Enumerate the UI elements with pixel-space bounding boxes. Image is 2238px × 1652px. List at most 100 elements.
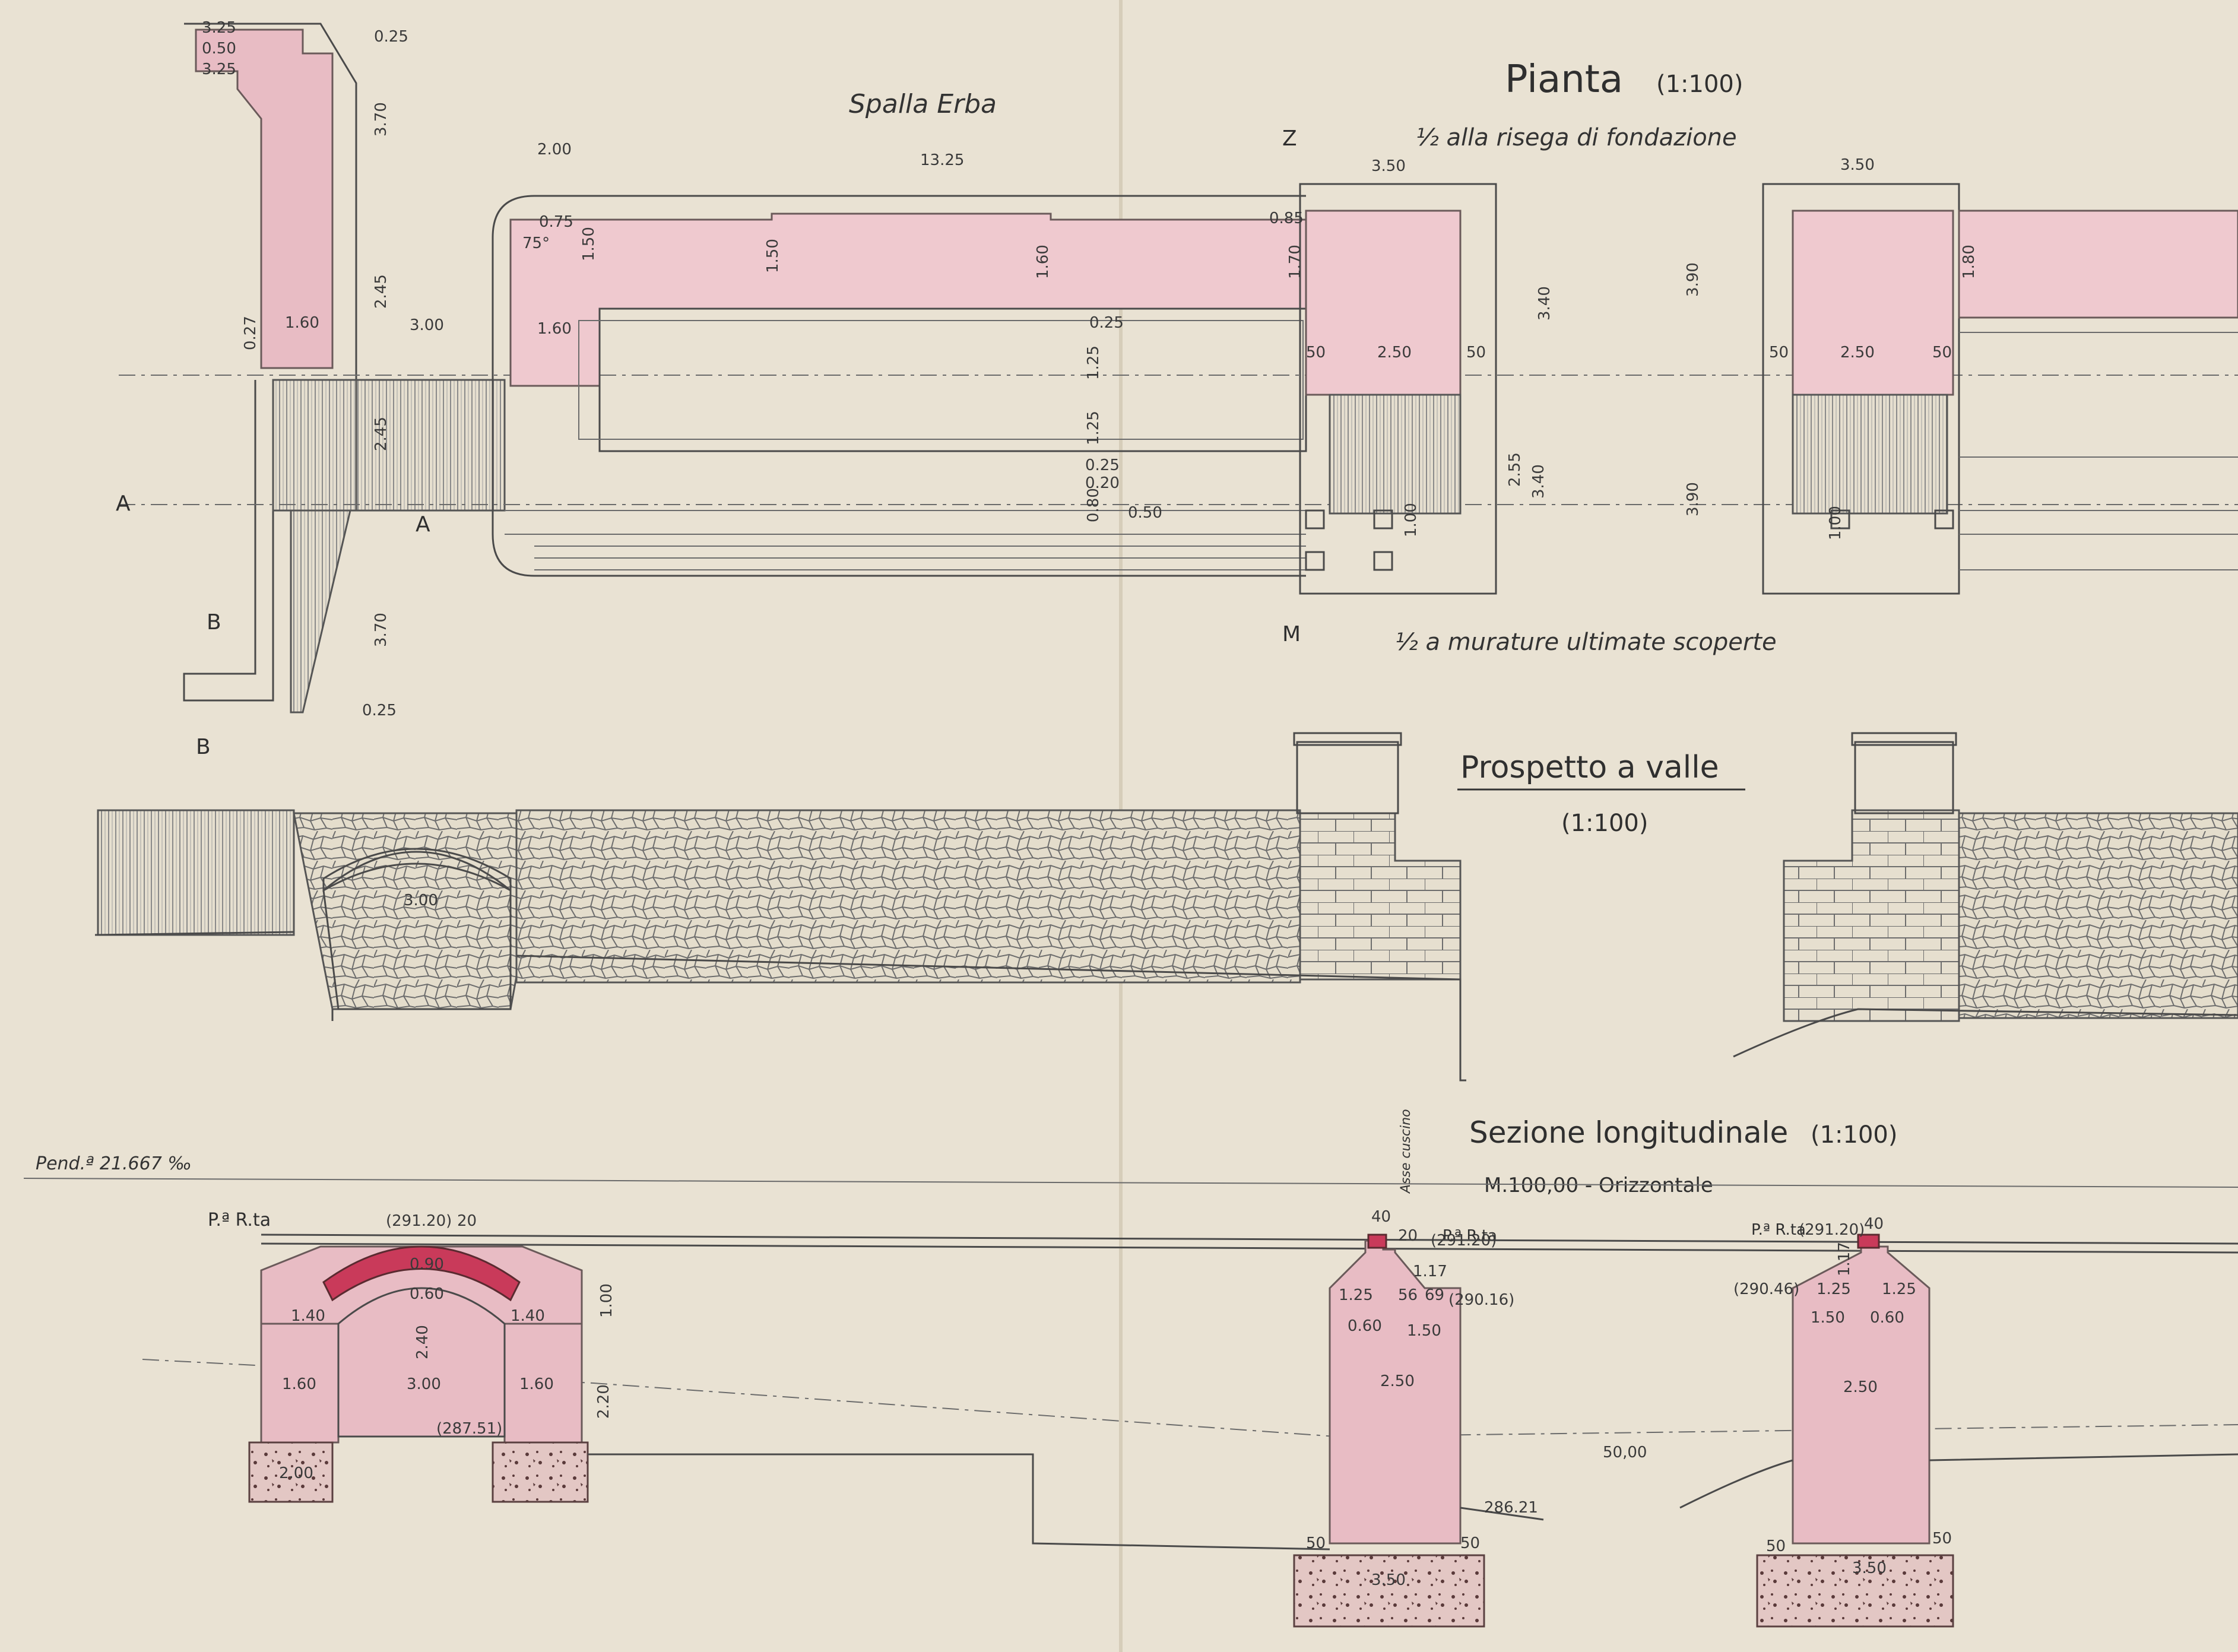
dim: 1.00 (598, 1283, 616, 1318)
section-mark-pr-right: P.ª R.ta (1751, 1221, 1806, 1239)
dim: 20 (457, 1212, 477, 1230)
pier-plan-block-a (1305, 509, 1325, 529)
dim: (287.51) (436, 1420, 502, 1438)
front-pier-right-parapet (1854, 741, 1954, 814)
front-pier-right-coping (1851, 732, 1957, 746)
front-left-wall (97, 809, 295, 936)
section-culvert-foundation-left (248, 1441, 334, 1503)
dim: 20 (1398, 1227, 1418, 1245)
dim: 0.25 (362, 702, 397, 719)
dim: 0.25 (1089, 314, 1124, 332)
dim: 50 (1460, 1534, 1480, 1552)
dim: 2.45 (372, 417, 390, 451)
section-culvert-foundation-right (492, 1441, 589, 1503)
dim: 50 (1306, 1534, 1326, 1552)
dim: 1.50 (1811, 1309, 1845, 1327)
dim: 1.60 (537, 320, 572, 338)
section-bed-profile (588, 1453, 1330, 1550)
dim: 0.50 (202, 40, 236, 58)
dim: 3.40 (1530, 464, 1548, 499)
front-ground-right (1733, 1008, 2238, 1058)
section-pier-right-cushion (1857, 1234, 1880, 1249)
dim: (291.20) (1799, 1221, 1865, 1239)
deck-plan-right-masonry (1958, 210, 2238, 319)
dim: 1.70 (1286, 245, 1304, 279)
section-pier-mid-cushion (1367, 1234, 1387, 1249)
dim: 2.55 (1506, 452, 1524, 487)
dim: 3.25 (202, 61, 236, 78)
dim: 3.00 (407, 1375, 441, 1393)
dim: 2.50 (1380, 1372, 1415, 1390)
dim: 50 (1932, 344, 1952, 362)
deck-plan-right-lines (1959, 332, 2238, 570)
dim: 3.90 (1684, 262, 1702, 297)
dim: 1.50 (1407, 1322, 1441, 1340)
dim: 2.00 (537, 141, 572, 158)
dim: 1.60 (519, 1375, 554, 1393)
dim: 3.70 (372, 102, 390, 137)
section-pier-mid-foundation (1293, 1554, 1485, 1628)
dim: 2.45 (372, 274, 390, 309)
dim: 3.50 (1840, 156, 1875, 174)
section-scale: (1:100) (1811, 1121, 1897, 1149)
dim: 0.80 (1085, 488, 1102, 522)
dim: 3.00 (410, 316, 444, 334)
dim: 1.40 (291, 1307, 325, 1325)
dim: 1.00 (1402, 503, 1420, 537)
dim: 0.25 (374, 28, 408, 46)
section-culvert-opening (337, 1287, 506, 1438)
dim: 56 (1398, 1286, 1418, 1304)
dim: 286.21 (1484, 1499, 1538, 1517)
dim: 0.60 (1348, 1317, 1382, 1335)
section-mark-pr-left: P.ª R.ta (208, 1210, 271, 1231)
longitudinal-section-view: Sezione longitudinale (1:100) M.100,00 -… (23, 1109, 2238, 1628)
dim: 1.50 (580, 227, 598, 261)
section-datum-line (23, 1178, 2238, 1188)
wing-wall-left-lower (183, 380, 274, 702)
abutment-left-hatch (272, 379, 357, 512)
dim: 2.40 (414, 1325, 432, 1359)
dim: 3.50 (1371, 157, 1406, 175)
front-elevation-scale: (1:100) (1561, 810, 1648, 837)
dim: 0.75 (539, 213, 573, 231)
dim: 50 (1466, 344, 1486, 362)
deck-left-hatch (355, 379, 506, 512)
section-axis-label: Asse cuscino (1399, 1109, 1413, 1194)
pier-plan-right-block-b (1934, 509, 1954, 529)
dim: 1.25 (1817, 1280, 1851, 1298)
section-mid-waterline (1460, 1507, 1544, 1521)
dim: 1.25 (1085, 345, 1102, 380)
front-elevation-view: Prospetto a valle (1:100) 3.00 (94, 732, 2238, 1082)
plan-view: Pianta (1:100) ½ alla risega di fondazio… (116, 19, 2238, 759)
front-right-retaining-wall (1958, 812, 2238, 1019)
dim: 2.00 (279, 1464, 313, 1482)
pier-plan-right-hatch (1792, 394, 1948, 515)
section-mark-b-upper: B (207, 610, 221, 635)
dim: 3.50 (1852, 1559, 1887, 1577)
dim: 3.90 (1684, 482, 1702, 516)
dim: 50 (1306, 344, 1326, 362)
section-mark-pr-mid: P.ª R.ta (1443, 1227, 1497, 1245)
dim: 3.50 (1371, 1571, 1406, 1589)
dim: 13.25 (920, 151, 964, 169)
dim: 50 (1769, 344, 1789, 362)
dim: 50,00 (1603, 1444, 1647, 1461)
dim: 1.50 (764, 239, 782, 273)
plan-outline (492, 195, 1306, 577)
dim: 0.25 (1085, 456, 1120, 474)
section-culvert-pier-right (503, 1323, 583, 1444)
dim: 0.27 (242, 316, 259, 350)
dim: 3.25 (202, 19, 236, 37)
front-pier-coping (1293, 732, 1402, 746)
pier-plan-outline (1299, 183, 1497, 595)
plan-scale: (1:100) (1656, 71, 1743, 98)
front-pier-parapet (1296, 741, 1399, 814)
section-mark-a-right: A (416, 512, 430, 537)
front-pier-right-brick (1783, 809, 1960, 1022)
dim: 1.25 (1339, 1286, 1373, 1304)
dim: 40 (1864, 1215, 1884, 1233)
plan-masonry-band (509, 213, 1307, 387)
dim: (291.20) (1431, 1232, 1497, 1250)
dim: 3.40 (1536, 286, 1554, 321)
